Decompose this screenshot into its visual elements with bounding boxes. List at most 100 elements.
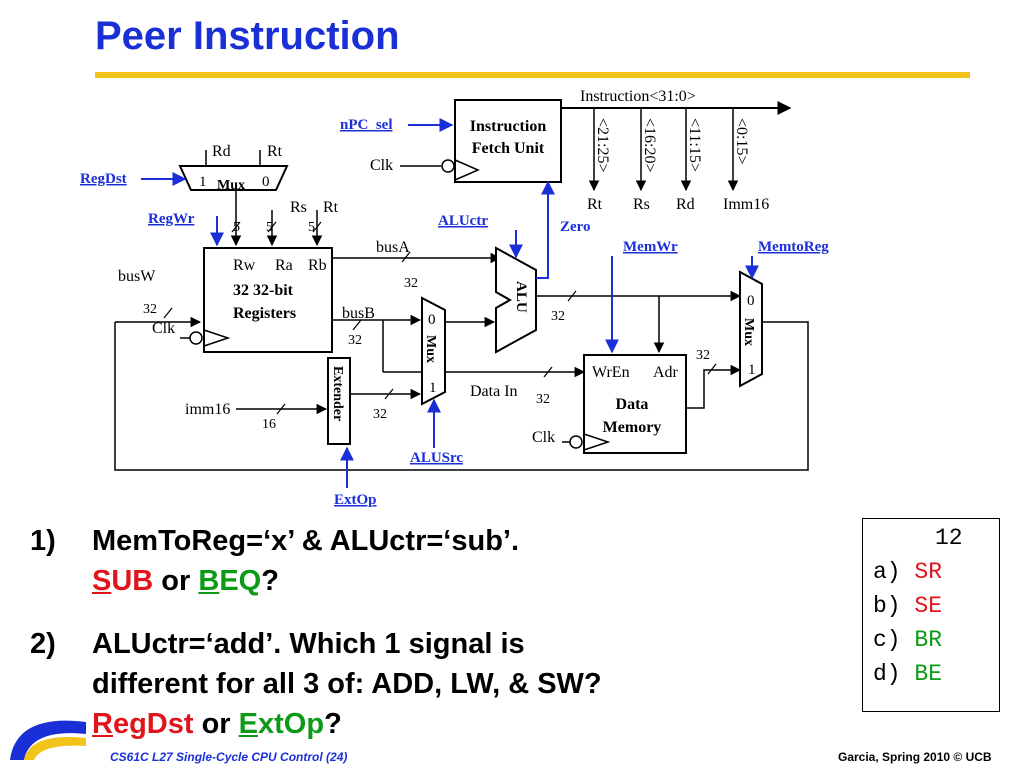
mem-out-width-32: 32 [696, 348, 710, 363]
memtoreg-mux-in0: 0 [747, 293, 755, 309]
ra-width-5: 5 [266, 220, 273, 235]
memtoreg-mux-in1: 1 [748, 362, 756, 378]
regfile-rb: Rb [308, 257, 327, 274]
regdst-label: RegDst [80, 171, 127, 187]
field-rd-label: Rd [676, 196, 695, 213]
regdst-rt-label: Rt [267, 143, 283, 160]
rw-width-5: 5 [233, 220, 240, 235]
field-16-20: <16:20> [641, 118, 658, 173]
data-in-label: Data In [470, 383, 518, 400]
answer-d-label: d) [873, 661, 901, 687]
memtoreg-mux-label: Mux [741, 318, 756, 346]
fetch-unit-label-2: Fetch Unit [472, 140, 545, 157]
regfile-rw: Rw [233, 257, 256, 274]
wren-label: WrEn [592, 364, 630, 381]
page-title: Peer Instruction [95, 14, 400, 58]
fetch-unit-label-1: Instruction [470, 118, 547, 135]
field-imm16-label: Imm16 [723, 196, 769, 213]
instruction-bus-label: Instruction<31:0> [580, 88, 696, 105]
answer-c-label: c) [873, 627, 901, 653]
writeback-loop [114, 321, 809, 471]
q1-end: ? [261, 565, 279, 597]
data-memory [583, 354, 687, 454]
imm16-width-16: 16 [262, 417, 276, 432]
answer-b: b) SE [873, 593, 942, 619]
answer-box: 12 a) SR b) SE c) BR d) BE [862, 518, 1000, 712]
answer-c: c) BR [873, 627, 942, 653]
answer-a-value: SR [914, 559, 943, 585]
regfile-label-2: Registers [233, 305, 296, 322]
busw-label: busW [118, 268, 156, 285]
q1-option-beq-rest: EQ [219, 565, 262, 597]
q1-option-beq-initial: B [198, 565, 220, 597]
q1-option-sub-rest: UB [111, 565, 154, 597]
q2-option-regdst-rest: egDst [112, 708, 194, 740]
extop-label: ExtOp [334, 492, 377, 508]
busw-width-32: 32 [143, 302, 157, 317]
question-2-options: RegDst or ExtOp? [92, 707, 342, 741]
mem-out-wire [686, 364, 742, 409]
memtoreg-mux [739, 270, 763, 388]
q2-option-extop-initial: E [238, 708, 258, 740]
npc-sel-label: nPC_sel [340, 117, 393, 133]
fetch-clk-label: Clk [370, 157, 393, 174]
regfile-clk-bubble [189, 331, 203, 345]
alusrc-mux-label: Mux [423, 335, 438, 363]
question-1-number: 1) [30, 525, 56, 557]
alusrc-mux [421, 296, 446, 406]
alu-result-width-32: 32 [551, 309, 565, 324]
title-underline [95, 72, 970, 78]
regfile-ra: Ra [275, 257, 293, 274]
answer-d: d) BE [873, 661, 942, 687]
regdst-mux [178, 165, 289, 191]
zero-wire [536, 180, 555, 279]
data-memory-label-1: Data [616, 396, 649, 413]
field-rs-label: Rs [633, 196, 650, 213]
question-2-line-2: different for all 3 of: ADD, LW, & SW? [92, 668, 602, 700]
busa-width-32: 32 [404, 276, 418, 291]
field-0-15: <0:15> [733, 118, 750, 165]
register-file [203, 247, 333, 353]
fetch-clk-triangle [454, 159, 480, 181]
q2-end: ? [324, 708, 342, 740]
ext-width-32: 32 [373, 407, 387, 422]
footer-credit: Garcia, Spring 2010 © UCB [838, 750, 992, 764]
datapath-diagram: Instruction Fetch Unit Clk nPC_sel Instr… [80, 88, 829, 508]
field-rt-label: Rt [587, 196, 603, 213]
dmem-clk-bubble [569, 435, 583, 449]
alusrc-label: ALUSrc [410, 450, 463, 466]
cal-logo [10, 720, 86, 760]
footer-course: CS61C L27 Single-Cycle CPU Control (24) [110, 750, 348, 764]
q2-option-extop-rest: xtOp [258, 708, 325, 740]
answer-a: a) SR [873, 559, 942, 585]
fetch-clk-bubble [441, 159, 455, 173]
adr-label: Adr [653, 364, 679, 381]
question-2-number: 2) [30, 628, 56, 660]
regdst-mux-in0: 0 [262, 174, 270, 190]
answer-header: 12 [935, 525, 963, 551]
rb-width-5: 5 [308, 220, 315, 235]
regdst-mux-label: Mux [217, 178, 245, 193]
regdst-mux-in1: 1 [199, 174, 207, 190]
question-2-line-1: ALUctr=‘add’. Which 1 signal is [92, 628, 525, 660]
q1-or: or [153, 565, 199, 597]
regdst-rd-label: Rd [212, 143, 231, 160]
rb-rt-label: Rt [323, 199, 339, 216]
q2-or: or [193, 708, 239, 740]
regwr-label: RegWr [148, 211, 195, 227]
imm16-label: imm16 [185, 401, 230, 418]
busb-width-32: 32 [348, 333, 362, 348]
dmem-clk-triangle [583, 433, 611, 451]
memtoreg-label: MemtoReg [758, 239, 829, 255]
answer-c-value: BR [914, 627, 943, 653]
ra-rs-label: Rs [290, 199, 307, 216]
dmem-clk-label: Clk [532, 429, 555, 446]
answer-d-value: BE [914, 661, 943, 687]
busb-label: busB [342, 305, 375, 322]
field-21-25: <21:25> [594, 118, 611, 173]
alusrc-mux-in0: 0 [428, 312, 436, 328]
answer-b-value: SE [914, 593, 943, 619]
aluctr-label: ALUctr [438, 213, 488, 229]
extender-box [327, 357, 351, 445]
regfile-label-1: 32 32-bit [233, 282, 294, 299]
